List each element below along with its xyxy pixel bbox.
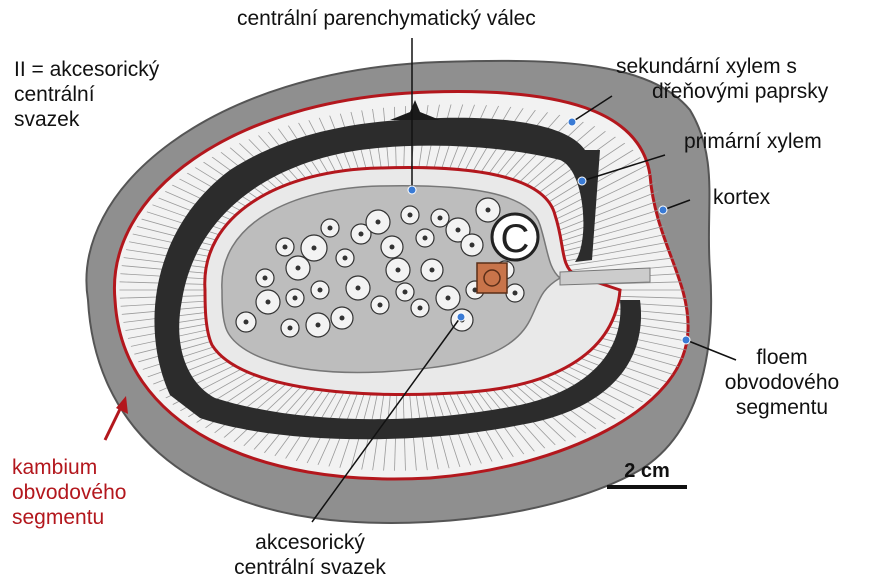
vascular-bundle-core: [376, 220, 381, 225]
vascular-bundle-core: [288, 326, 293, 331]
accessory-line-2: centrální svazek: [205, 555, 415, 580]
label-cortex: kortex: [713, 185, 770, 210]
vascular-bundle-core: [403, 290, 408, 295]
secondary-xylem-line-2: dřeňovými paprsky: [616, 79, 828, 104]
vascular-bundle-core: [263, 276, 268, 281]
vascular-bundle-core: [470, 243, 475, 248]
secondary-xylem-line-1: sekundární xylem s: [616, 54, 828, 79]
scale-bar-label: 2 cm: [624, 460, 670, 482]
legend-line-3: svazek: [14, 107, 159, 132]
vascular-bundle-core: [396, 268, 401, 273]
vascular-bundle-core: [378, 303, 383, 308]
vascular-bundle-core: [296, 266, 301, 271]
phloem-line-2: obvodového: [712, 370, 852, 395]
vascular-bundle-core: [356, 286, 361, 291]
phloem-line-3: segmentu: [712, 395, 852, 420]
cambium-line-2: obvodového: [12, 480, 126, 505]
highlighted-bundle-box: [477, 263, 507, 293]
cambium-line-3: segmentu: [12, 505, 126, 530]
vascular-bundle-core: [456, 228, 461, 233]
vascular-bundle-core: [343, 256, 348, 261]
label-phloem: floem obvodového segmentu: [712, 345, 852, 420]
vascular-bundle-core: [244, 320, 249, 325]
vascular-bundle-core: [318, 288, 323, 293]
vascular-bundle-core: [430, 268, 435, 273]
vascular-bundle-core: [418, 306, 423, 311]
vascular-bundle-core: [340, 316, 345, 321]
label-primary-xylem: primární xylem: [684, 129, 822, 154]
label-legend: II = akcesorický centrální svazek: [14, 57, 159, 132]
label-secondary-xylem: sekundární xylem s dřeňovými paprsky: [616, 54, 828, 104]
vascular-bundle-core: [390, 245, 395, 250]
vascular-bundle-core: [293, 296, 298, 301]
legend-line-2: centrální: [14, 82, 159, 107]
vascular-bundle-core: [283, 245, 288, 250]
vascular-bundle-core: [359, 232, 364, 237]
vascular-bundle-core: [316, 323, 321, 328]
vascular-bundle-core: [446, 296, 451, 301]
vascular-bundle-core: [423, 236, 428, 241]
label-accessory-bundle: akcesorický centrální svazek: [205, 530, 415, 580]
vascular-bundle-core: [408, 213, 413, 218]
vascular-bundle-core: [266, 300, 271, 305]
vascular-bundle-core: [328, 226, 333, 231]
circle-c-letter: C: [501, 217, 530, 261]
phloem-line-1: floem: [712, 345, 852, 370]
legend-line-1: II = akcesorický: [14, 57, 159, 82]
vascular-bundle-core: [486, 208, 491, 213]
vascular-bundle-core: [438, 216, 443, 221]
label-cambium: kambium obvodového segmentu: [12, 455, 126, 530]
label-central-cylinder: centrální parenchymatický válec: [237, 6, 536, 31]
accessory-line-1: akcesorický: [205, 530, 415, 555]
vascular-bundle-core: [312, 246, 317, 251]
cambium-line-1: kambium: [12, 455, 126, 480]
vascular-bundle-core: [513, 291, 518, 296]
